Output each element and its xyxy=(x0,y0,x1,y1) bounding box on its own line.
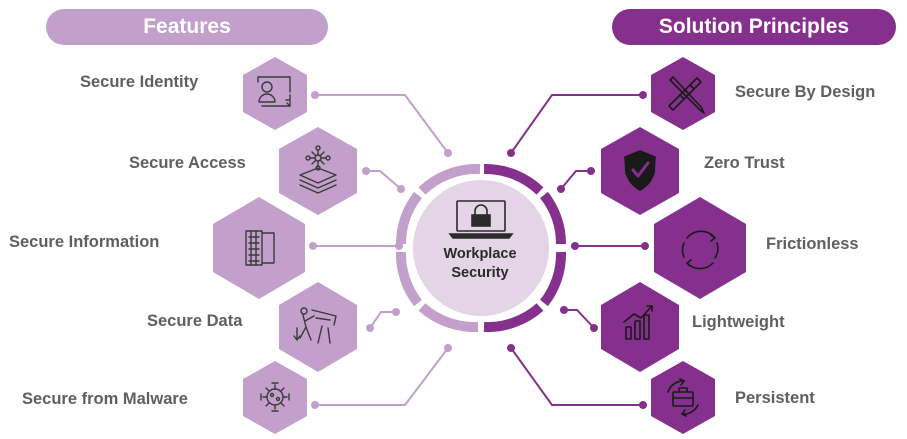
center-ring xyxy=(395,163,567,333)
solution-principles-header: Solution Principles xyxy=(612,9,896,45)
feature-connectors xyxy=(313,94,449,406)
hex-secure-malware xyxy=(243,361,307,434)
connector-secure-data xyxy=(369,311,396,329)
label-frictionless: Frictionless xyxy=(766,235,859,253)
principle-connector-dots xyxy=(507,91,649,409)
label-secure-identity: Secure Identity xyxy=(80,73,199,91)
connector-secure-access xyxy=(366,170,402,190)
center-title-line1: Workplace xyxy=(443,246,517,262)
label-secure-data: Secure Data xyxy=(147,312,243,330)
shield-check-icon xyxy=(624,150,656,191)
connector-persistent xyxy=(510,347,643,406)
hex-secure-information xyxy=(213,197,305,299)
label-secure-from-malware: Secure from Malware xyxy=(22,390,188,408)
virus-icon xyxy=(260,382,290,412)
pencil-ruler-icon xyxy=(668,76,705,114)
connector-secure-by-design xyxy=(510,94,643,154)
bar-chart-icon xyxy=(623,305,653,340)
connector-secure-malware xyxy=(315,347,449,406)
feature-connector-dots xyxy=(309,91,452,409)
connector-zero-trust xyxy=(560,170,591,190)
connector-lightweight xyxy=(564,309,595,329)
person-presenting-icon xyxy=(293,307,337,344)
feature-hexagons xyxy=(213,57,357,434)
label-secure-access: Secure Access xyxy=(129,154,246,172)
connector-secure-identity xyxy=(315,94,449,154)
network-access-icon xyxy=(299,145,337,194)
label-persistent: Persistent xyxy=(735,389,815,407)
center-disc xyxy=(413,180,549,316)
label-zero-trust: Zero Trust xyxy=(704,154,785,172)
center-title: Workplace Security xyxy=(425,245,535,283)
label-secure-information: Secure Information xyxy=(9,233,160,251)
cycle-arrows-icon xyxy=(681,230,719,270)
principle-connectors xyxy=(510,94,645,406)
identity-flow-icon xyxy=(257,76,291,107)
hex-secure-identity xyxy=(243,57,307,130)
label-secure-by-design: Secure By Design xyxy=(735,83,876,101)
laptop-lock-icon xyxy=(448,200,514,239)
briefcase-cycle-icon xyxy=(667,378,699,417)
document-pages-icon xyxy=(245,230,275,266)
label-lightweight: Lightweight xyxy=(692,313,785,331)
features-header: Features xyxy=(46,9,328,45)
hex-secure-access xyxy=(279,127,357,215)
hex-secure-data xyxy=(279,282,357,372)
hex-frictionless xyxy=(654,197,746,299)
center-title-line2: Security xyxy=(451,265,509,281)
